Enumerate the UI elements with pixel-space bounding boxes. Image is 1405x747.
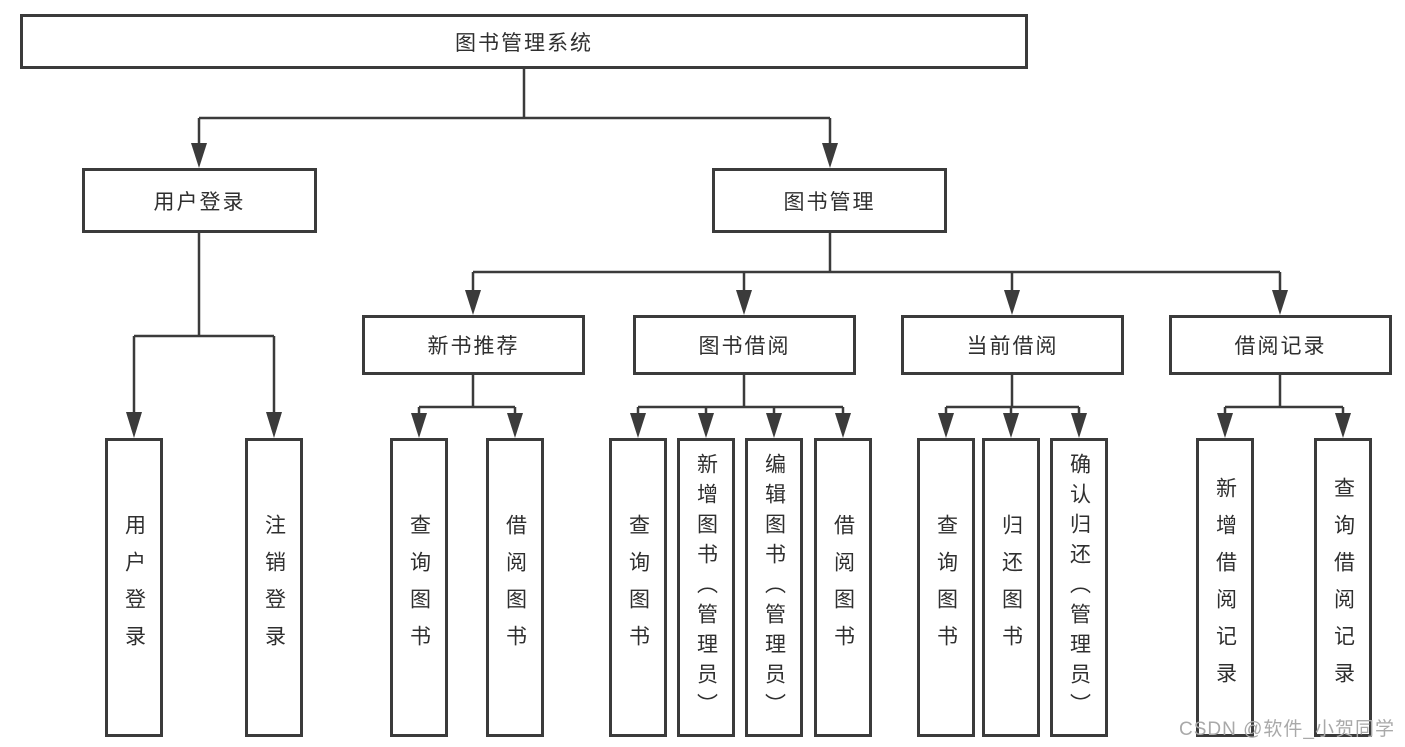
leaf-confirm-return-admin: 确认归还（管理员） (1050, 438, 1108, 737)
leaf-query-books-recommend: 查询图书 (390, 438, 448, 737)
node-label: 新书推荐 (427, 335, 520, 358)
csdn-watermark: CSDN @软件_小贺同学 (1179, 719, 1395, 740)
node-label: 当前借阅 (966, 335, 1059, 358)
node-user-login: 用户登录 (82, 168, 317, 233)
leaf-query-borrow-record: 查询借阅记录 (1314, 438, 1372, 737)
node-book-borrow: 图书借阅 (633, 315, 856, 375)
leaf-label: 编辑图书（管理员） (762, 452, 786, 723)
node-label: 图书管理系统 (455, 31, 593, 55)
node-book-management: 图书管理 (712, 168, 947, 233)
leaf-label: 查询图书 (934, 513, 958, 662)
node-library-system: 图书管理系统 (20, 14, 1028, 69)
node-label: 借阅记录 (1234, 335, 1327, 358)
leaf-label: 确认归还（管理员） (1067, 452, 1091, 723)
leaf-logout: 注销登录 (245, 438, 303, 737)
leaf-query-books-current: 查询图书 (917, 438, 975, 737)
leaf-label: 借阅图书 (831, 513, 855, 662)
node-label: 用户登录 (153, 190, 246, 214)
leaf-return-books: 归还图书 (982, 438, 1040, 737)
node-new-book-recommend: 新书推荐 (362, 315, 585, 375)
leaf-borrow-books: 借阅图书 (814, 438, 872, 737)
leaf-edit-books-admin: 编辑图书（管理员） (745, 438, 803, 737)
leaf-label: 查询图书 (626, 513, 650, 662)
leaf-label: 新增图书（管理员） (694, 452, 718, 723)
leaf-user-login: 用户登录 (105, 438, 163, 737)
leaf-label: 归还图书 (999, 513, 1023, 662)
node-borrow-records: 借阅记录 (1169, 315, 1392, 375)
leaf-add-books-admin: 新增图书（管理员） (677, 438, 735, 737)
leaf-label: 查询借阅记录 (1331, 476, 1355, 699)
leaf-label: 新增借阅记录 (1213, 476, 1237, 699)
leaf-label: 注销登录 (262, 513, 286, 662)
leaf-label: 用户登录 (122, 513, 146, 662)
leaf-label: 借阅图书 (503, 513, 527, 662)
leaf-add-borrow-record: 新增借阅记录 (1196, 438, 1254, 737)
leaf-label: 查询图书 (407, 513, 431, 662)
node-current-borrow: 当前借阅 (901, 315, 1124, 375)
node-label: 图书管理 (783, 190, 876, 214)
leaf-query-books-borrow: 查询图书 (609, 438, 667, 737)
node-label: 图书借阅 (698, 335, 791, 358)
leaf-borrow-books-recommend: 借阅图书 (486, 438, 544, 737)
